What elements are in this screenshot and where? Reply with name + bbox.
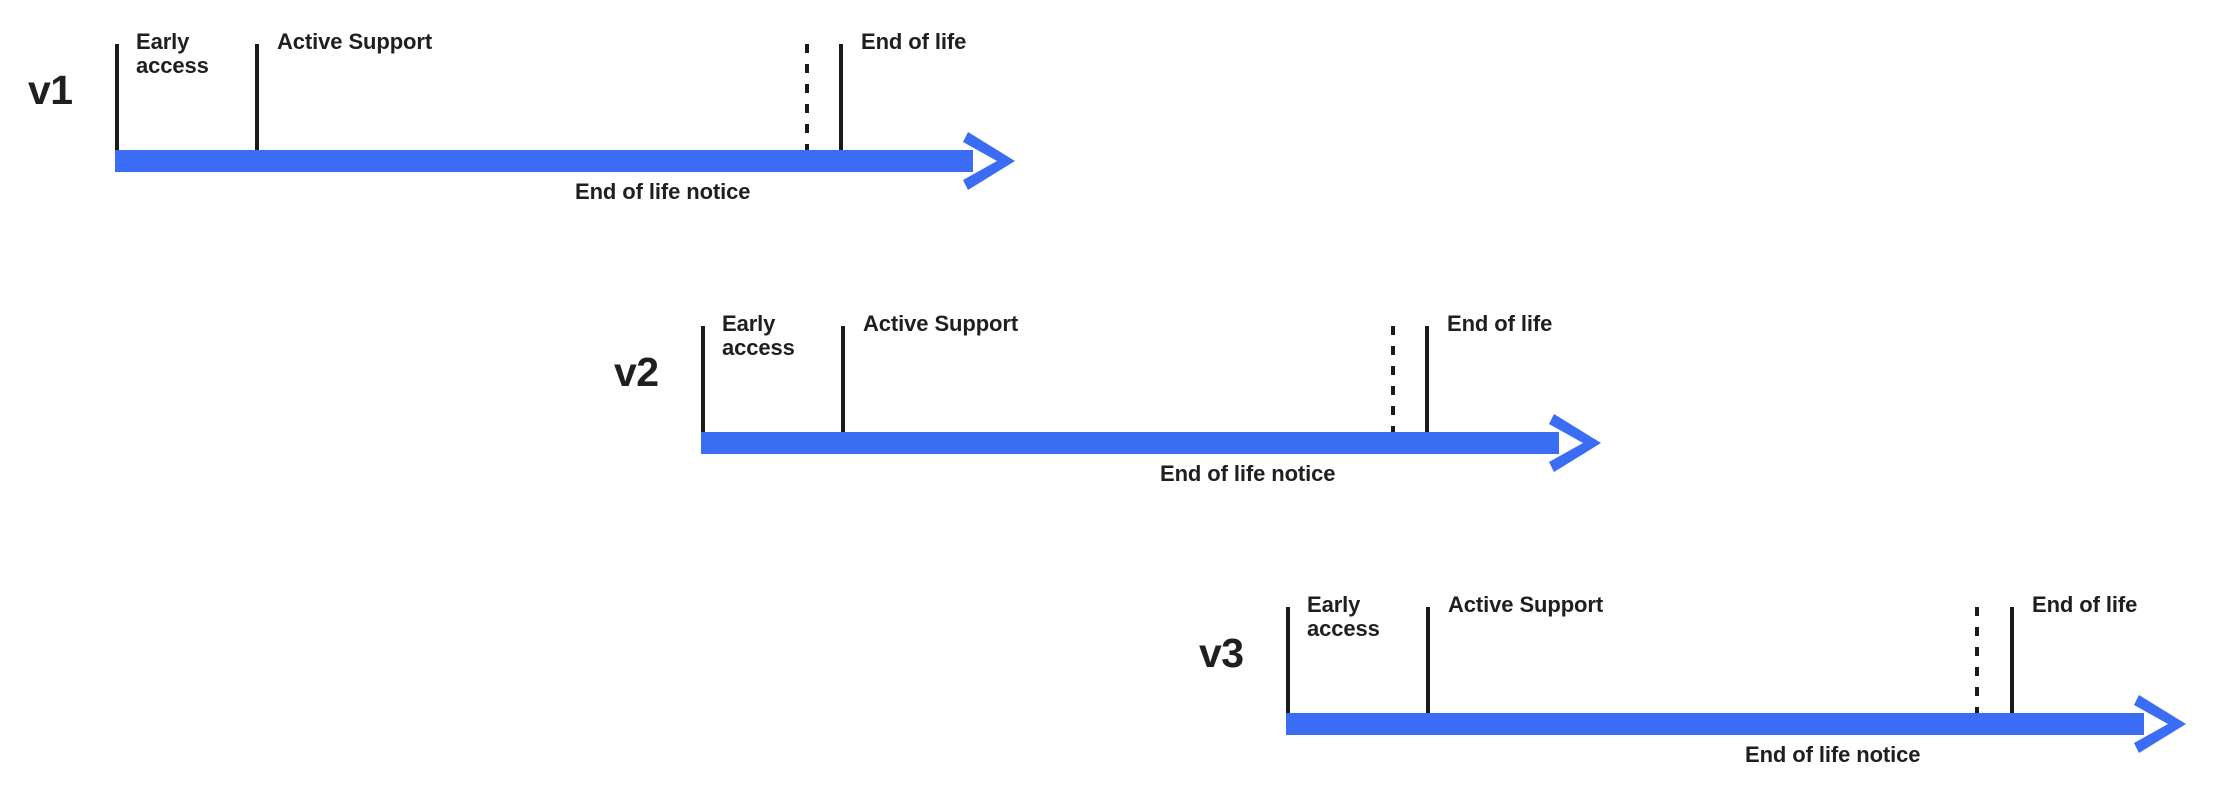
phase-divider-active-support-start-v1 xyxy=(255,44,259,152)
eol-notice-marker-v1 xyxy=(805,44,809,152)
phase-divider-early-access-start-v1 xyxy=(115,44,119,152)
phase-label-early-access-v2: Early access xyxy=(722,311,795,360)
phase-divider-end-of-life-start-v3 xyxy=(2010,607,2014,715)
phase-label-end-of-life-v1: End of life xyxy=(861,29,967,54)
phase-label-active-support-v3: Active Support xyxy=(1448,592,1604,617)
phase-label-early-access-v3: Early access xyxy=(1307,592,1380,641)
eol-notice-marker-v2 xyxy=(1391,326,1395,434)
phase-divider-early-access-start-v2 xyxy=(701,326,705,434)
phase-label-active-support-v1: Active Support xyxy=(277,29,433,54)
phase-divider-end-of-life-start-v2 xyxy=(1425,326,1429,434)
phase-label-end-of-life-v2: End of life xyxy=(1447,311,1553,336)
timeline-arrowhead-v2 xyxy=(1549,412,1605,474)
eol-notice-label-v3: End of life notice xyxy=(1745,742,1921,767)
phase-label-early-access-v1: Early access xyxy=(136,29,209,78)
version-label-v1: v1 xyxy=(28,67,73,113)
phase-divider-early-access-start-v3 xyxy=(1286,607,1290,715)
eol-notice-label-v2: End of life notice xyxy=(1160,461,1336,486)
version-label-v2: v2 xyxy=(614,349,659,395)
timeline-arrowhead-v1 xyxy=(963,130,1019,192)
eol-notice-label-v1: End of life notice xyxy=(575,179,751,204)
phase-divider-end-of-life-start-v1 xyxy=(839,44,843,152)
timeline-shaft-v2 xyxy=(701,432,1559,454)
timeline-shaft-v1 xyxy=(115,150,973,172)
version-label-v3: v3 xyxy=(1199,630,1244,676)
phase-divider-active-support-start-v3 xyxy=(1426,607,1430,715)
phase-label-end-of-life-v3: End of life xyxy=(2032,592,2138,617)
timeline-shaft-v3 xyxy=(1286,713,2144,735)
eol-notice-marker-v3 xyxy=(1975,607,1979,715)
timeline-arrowhead-v3 xyxy=(2134,693,2190,755)
phase-label-active-support-v2: Active Support xyxy=(863,311,1019,336)
phase-divider-active-support-start-v2 xyxy=(841,326,845,434)
